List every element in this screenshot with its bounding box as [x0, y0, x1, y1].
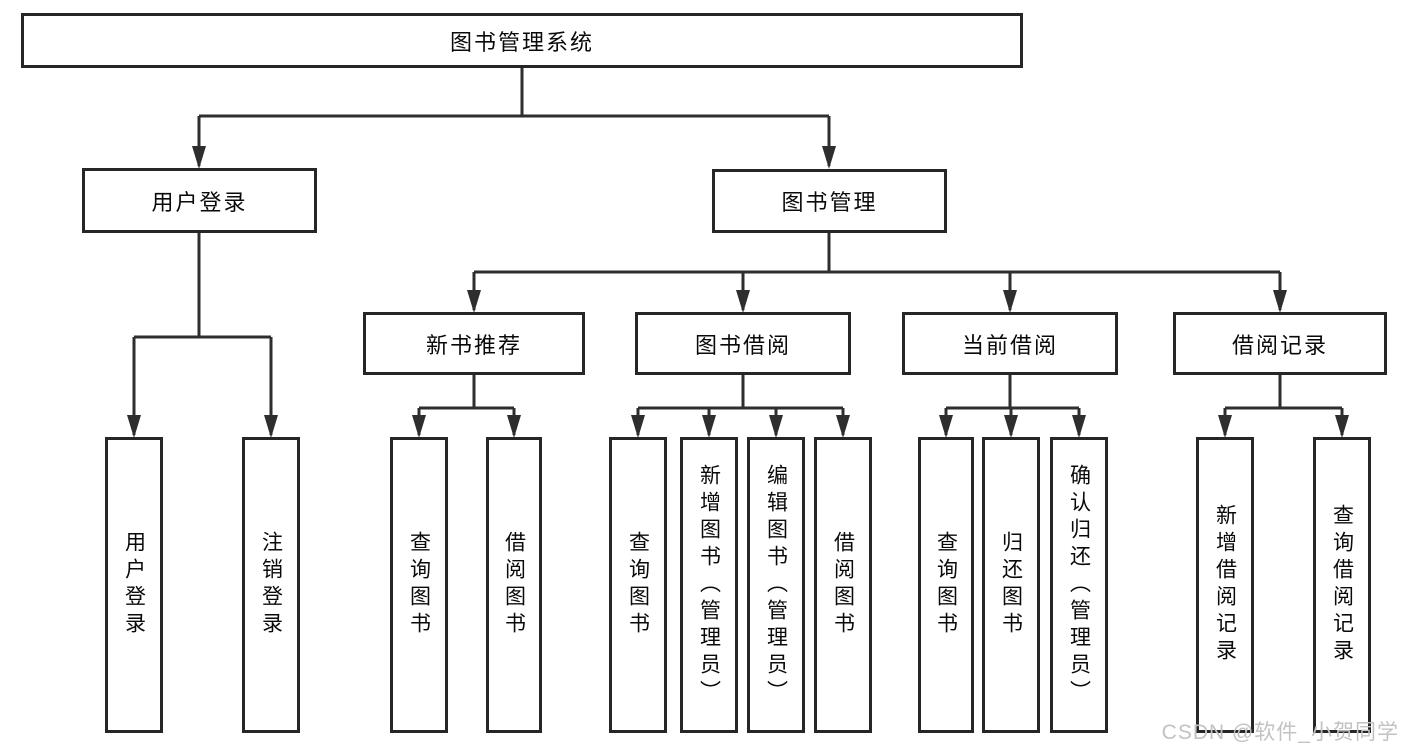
arrowhead-icon: [127, 415, 141, 438]
leaf-add-books-admin: 新增图书（管理员）: [680, 437, 738, 733]
node-current-borrowing-label: 当前借阅: [961, 332, 1058, 358]
connector-path: [132, 233, 273, 435]
node-root-system: 图书管理系统: [21, 13, 1023, 68]
leaf-return-books: 归还图书: [982, 437, 1040, 733]
arrowhead-icon: [736, 290, 750, 313]
leaf-confirm-return-admin-label: 确认归还（管理员）: [1067, 463, 1091, 707]
connector-path: [1223, 375, 1344, 435]
leaf-return-books-label: 归还图书: [999, 531, 1023, 639]
leaf-query-borrow-record: 查询借阅记录: [1313, 437, 1371, 733]
node-book-borrowing: 图书借阅: [635, 312, 851, 375]
arrowhead-icon: [702, 415, 716, 438]
arrowhead-icon: [836, 415, 850, 438]
connector-path: [636, 375, 845, 435]
arrowhead-icon: [1218, 415, 1232, 438]
node-borrowing-records-label: 借阅记录: [1231, 332, 1328, 358]
leaf-current-query-books-label: 查询图书: [934, 531, 958, 639]
arrowhead-icon: [631, 415, 645, 438]
leaf-add-books-admin-label: 新增图书（管理员）: [697, 463, 721, 707]
leaf-confirm-return-admin: 确认归还（管理员）: [1050, 437, 1108, 733]
arrowhead-icon: [192, 146, 206, 169]
arrowhead-icon: [822, 146, 836, 169]
leaf-current-query-books: 查询图书: [918, 437, 974, 733]
connector-path: [197, 68, 831, 166]
leaf-recommend-borrow-books: 借阅图书: [486, 437, 542, 733]
connector-path: [944, 375, 1081, 435]
leaf-borrowing-query-books-label: 查询图书: [626, 531, 650, 639]
arrowhead-icon: [264, 415, 278, 438]
arrowhead-icon: [1003, 290, 1017, 313]
node-user-login-label: 用户登录: [151, 189, 248, 215]
leaf-add-borrow-record: 新增借阅记录: [1196, 437, 1254, 733]
leaf-recommend-query-books: 查询图书: [390, 437, 448, 733]
arrowhead-icon: [507, 415, 521, 438]
node-root-system-label: 图书管理系统: [449, 29, 594, 55]
node-current-borrowing: 当前借阅: [902, 312, 1118, 375]
arrowhead-icon: [769, 415, 783, 438]
leaf-user-login-label: 用户登录: [122, 531, 146, 639]
leaf-borrow-books: 借阅图书: [814, 437, 872, 733]
arrowhead-icon: [1335, 415, 1349, 438]
leaf-recommend-query-books-label: 查询图书: [407, 531, 431, 639]
arrowhead-icon: [467, 290, 481, 313]
node-book-management: 图书管理: [712, 169, 947, 233]
connector-path: [417, 375, 516, 435]
arrowhead-icon: [1004, 415, 1018, 438]
csdn-watermark: CSDN @软件_小贺同学: [1161, 721, 1399, 744]
arrowhead-icon: [1072, 415, 1086, 438]
leaf-logout: 注销登录: [242, 437, 300, 733]
leaf-add-borrow-record-label: 新增借阅记录: [1213, 504, 1237, 666]
node-new-book-recommend-label: 新书推荐: [425, 332, 522, 358]
leaf-query-borrow-record-label: 查询借阅记录: [1330, 504, 1354, 666]
leaf-edit-books-admin-label: 编辑图书（管理员）: [764, 463, 788, 707]
leaf-logout-label: 注销登录: [259, 531, 283, 639]
leaf-edit-books-admin: 编辑图书（管理员）: [747, 437, 805, 733]
node-new-book-recommend: 新书推荐: [363, 312, 585, 375]
node-user-login: 用户登录: [82, 168, 317, 233]
node-borrowing-records: 借阅记录: [1173, 312, 1387, 375]
leaf-borrowing-query-books: 查询图书: [609, 437, 667, 733]
arrowhead-icon: [412, 415, 426, 438]
node-book-borrowing-label: 图书借阅: [694, 332, 791, 358]
leaf-borrow-books-label: 借阅图书: [831, 531, 855, 639]
node-book-management-label: 图书管理: [781, 190, 878, 215]
arrowhead-icon: [1273, 290, 1287, 313]
leaf-recommend-borrow-books-label: 借阅图书: [502, 531, 526, 639]
connector-path: [472, 233, 1282, 310]
arrowhead-icon: [939, 415, 953, 438]
leaf-user-login: 用户登录: [105, 437, 163, 733]
